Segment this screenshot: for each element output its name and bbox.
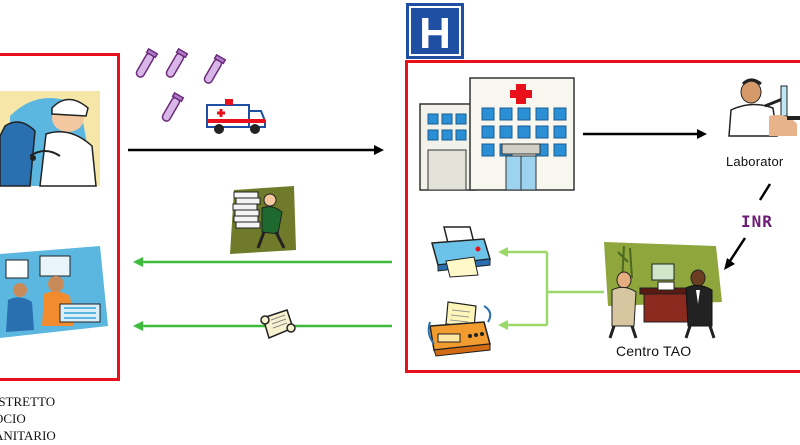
hospital-sign-icon: H bbox=[406, 3, 464, 59]
doctor-meeting-icon bbox=[604, 242, 722, 339]
fax-machine-icon bbox=[427, 301, 492, 357]
hospital-building-icon bbox=[419, 77, 575, 191]
test-tubes-icon bbox=[135, 47, 227, 122]
office-workers-icon bbox=[0, 246, 108, 338]
lab-scientist-icon bbox=[728, 78, 800, 137]
district-box bbox=[0, 53, 120, 381]
printer-icon bbox=[431, 226, 491, 278]
ambulance-icon bbox=[206, 99, 266, 134]
district-label-line-3: ANITARIO bbox=[0, 428, 56, 443]
hospital-sign-letter: H bbox=[419, 9, 451, 58]
inr-label: INR bbox=[741, 212, 773, 231]
tao-center-label: Centro TAO bbox=[616, 343, 692, 359]
nurse-patient-icon bbox=[0, 91, 100, 187]
laboratory-label: Laborator bbox=[726, 154, 784, 169]
documents-carrier-icon bbox=[230, 186, 296, 254]
hospital-box bbox=[405, 60, 800, 373]
district-label-line-1: ISTRETTO bbox=[0, 394, 56, 409]
scroll-document-icon bbox=[260, 309, 296, 340]
